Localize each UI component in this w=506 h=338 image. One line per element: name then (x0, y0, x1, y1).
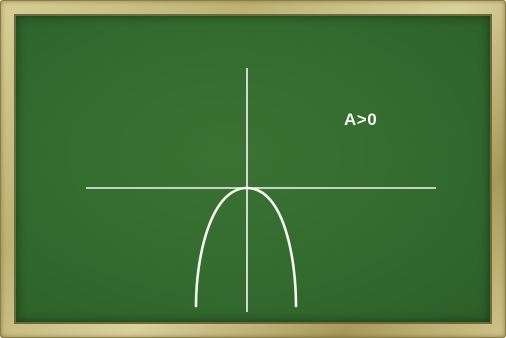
graph (86, 68, 436, 312)
chalkboard: A>0 (14, 14, 492, 324)
parabola-curve (194, 186, 298, 308)
condition-label: A>0 (344, 110, 378, 129)
